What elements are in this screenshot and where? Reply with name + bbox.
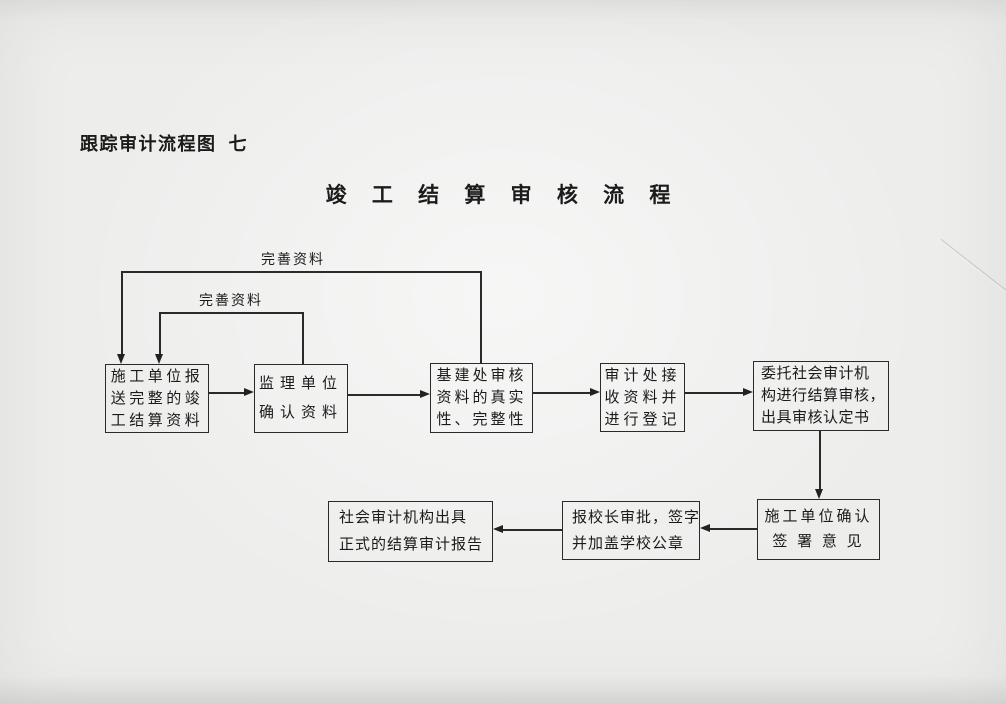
feedback-label-inner: 完善资料 [199,294,263,309]
flow-box-line: 收资料并 [604,389,681,406]
flow-box-president-approval: 报校长审批，签字 并加盖学校公章 [562,501,700,560]
feedback-label-outer: 完善资料 [261,253,325,268]
flow-box-line: 并加盖学校公章 [572,535,685,552]
flow-box-line: 社会审计机构出具 [339,509,468,526]
connector-president-to-report [502,529,562,531]
connector-supervision-to-infrastructure [348,394,421,396]
flow-box-line: 工结算资料 [110,412,204,429]
flow-box-supervision: 监理单位 确认资料 [254,364,348,433]
flow-box-line: 构进行结算审核， [761,388,886,404]
arrowhead-inner-loop-down [155,354,163,364]
page-title: 竣 工 结 算 审 核 流 程 [325,183,681,207]
connector-outer-loop-left [121,271,123,355]
flow-box-confirm-sign: 施工单位确认 签 署 意 见 [757,499,880,560]
arrowhead-outer-loop-down [117,354,125,364]
connector-inner-loop-top [159,312,304,314]
figure-caption: 跟踪审计流程图 七 [80,134,248,154]
flow-box-entrust: 委托社会审计机 构进行结算审核， 出具审核认定书 [753,361,889,431]
flow-box-infrastructure: 基建处审核 资料的真实 性、完整性 [430,363,533,433]
flow-box-submit: 施工单位报 送完整的竣 工结算资料 [105,364,209,433]
flow-box-line: 报校长审批，签字 [572,509,701,526]
connector-infrastructure-to-audit [533,392,591,394]
connector-audit-to-entrust [685,392,744,394]
flow-box-line: 资料的真实 [436,390,527,406]
flow-box-line: 性、完整性 [436,412,527,428]
arrowhead-to-report [493,525,503,533]
connector-outer-loop-top [121,271,481,273]
connector-inner-loop-right [302,312,304,364]
arrowhead-to-confirm [815,489,823,499]
flow-box-line: 施工单位确认 [764,508,873,525]
connector-confirm-to-president [709,528,757,530]
flow-box-line: 监理单位 [258,375,343,392]
flow-box-line: 委托社会审计机 [761,366,870,382]
paper-crease-mark [940,238,1006,333]
connector-submit-to-supervision [209,392,245,394]
flow-box-line: 送完整的竣 [110,390,204,407]
arrowhead-to-entrust [743,388,753,396]
flow-box-line: 确认资料 [258,404,343,421]
arrowhead-to-supervision [244,388,254,396]
arrowhead-to-audit [590,388,600,396]
flow-box-line: 施工单位报 [110,368,204,385]
connector-inner-loop-left [159,312,161,355]
flow-box-line: 出具审核认定书 [761,410,870,426]
arrowhead-to-president [700,524,710,532]
flow-box-audit-office: 审计处接 收资料并 进行登记 [600,363,685,432]
flow-box-line: 签 署 意 见 [772,533,865,550]
connector-entrust-to-confirm [819,431,821,490]
flow-box-line: 进行登记 [604,411,681,428]
flow-box-line: 正式的结算审计报告 [339,536,484,553]
flow-box-line: 基建处审核 [436,368,527,384]
flow-box-final-report: 社会审计机构出具 正式的结算审计报告 [328,501,493,562]
connector-outer-loop-right [480,271,482,363]
flow-box-line: 审计处接 [604,367,681,384]
arrowhead-to-infrastructure [420,390,430,398]
